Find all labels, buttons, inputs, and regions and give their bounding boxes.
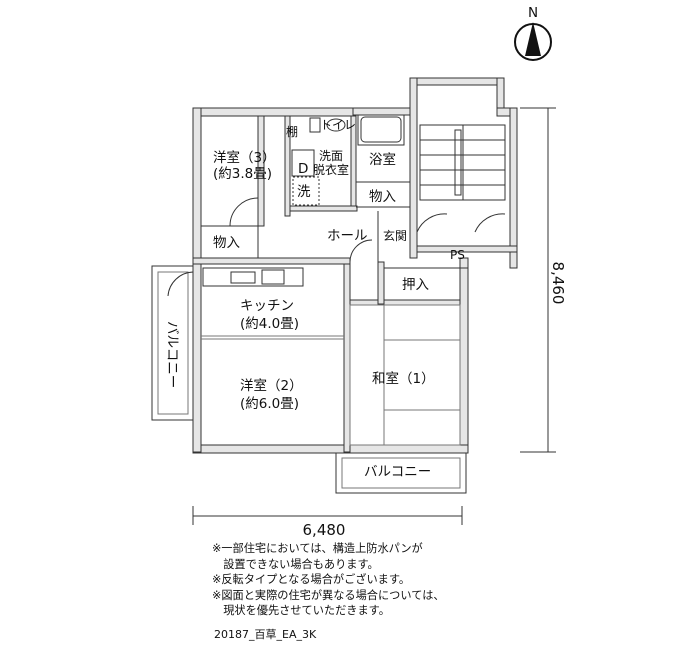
shelf-label: 棚 <box>286 124 298 139</box>
plan-code: 20187_百草_EA_3K <box>214 628 317 641</box>
dimension-height: 8,460 <box>549 262 567 305</box>
note-line: ※一部住宅においては、構造上防水パンが <box>212 542 423 555</box>
western-room-3-size: (約3.8畳) <box>213 166 272 182</box>
washer-label: 洗 <box>297 184 311 200</box>
western-room-3-label: 洋室（3） <box>213 149 276 166</box>
storage-upper-label: 物入 <box>369 189 396 205</box>
kitchen-label: キッチン <box>240 298 294 314</box>
note-line: ※反転タイプとなる場合がございます。 <box>212 573 411 586</box>
note-line: 現状を優先させていただきます。 <box>212 604 390 617</box>
washroom-label-line1: 洗面 <box>319 149 343 163</box>
western-room-2-label: 洋室（2） <box>240 377 303 394</box>
toilet-label: トイレ <box>320 118 356 132</box>
notes: ※一部住宅においては、構造上防水パンが 設置できない場合もあります。 ※反転タイ… <box>212 541 632 619</box>
dimension-lines: 8,460 6,480 <box>192 107 567 539</box>
washroom-label-line2: 脱衣室 <box>313 162 349 177</box>
washer-mark: D <box>298 161 308 177</box>
bath-label: 浴室 <box>369 151 396 168</box>
balcony-left-label: バルコニー <box>164 321 180 388</box>
western-room-2-size: (約6.0畳) <box>240 396 299 412</box>
closet-label: 押入 <box>402 277 429 293</box>
north-compass: N <box>514 5 552 61</box>
note-line: 設置できない場合もあります。 <box>212 557 379 571</box>
note-line: ※図面と実際の住宅が異なる場合については、 <box>212 588 445 602</box>
room-labels: 洋室（3） (約3.8畳) トイレ 棚 洗面 脱衣室 D 洗 浴室 物入 物入 … <box>164 118 465 480</box>
kitchen-size: (約4.0畳) <box>240 316 299 332</box>
storage-left-label: 物入 <box>213 235 240 251</box>
ps-label: PS <box>450 248 465 262</box>
compass-north-label: N <box>528 5 538 21</box>
japanese-room-1-label: 和室（1） <box>372 370 435 387</box>
hall-label: ホール <box>327 228 368 244</box>
dimension-width: 6,480 <box>303 521 346 539</box>
balcony-bottom-label: バルコニー <box>364 464 431 480</box>
entrance-label: 玄関 <box>383 228 407 243</box>
interior-lines <box>151 114 506 494</box>
walls <box>192 77 518 454</box>
